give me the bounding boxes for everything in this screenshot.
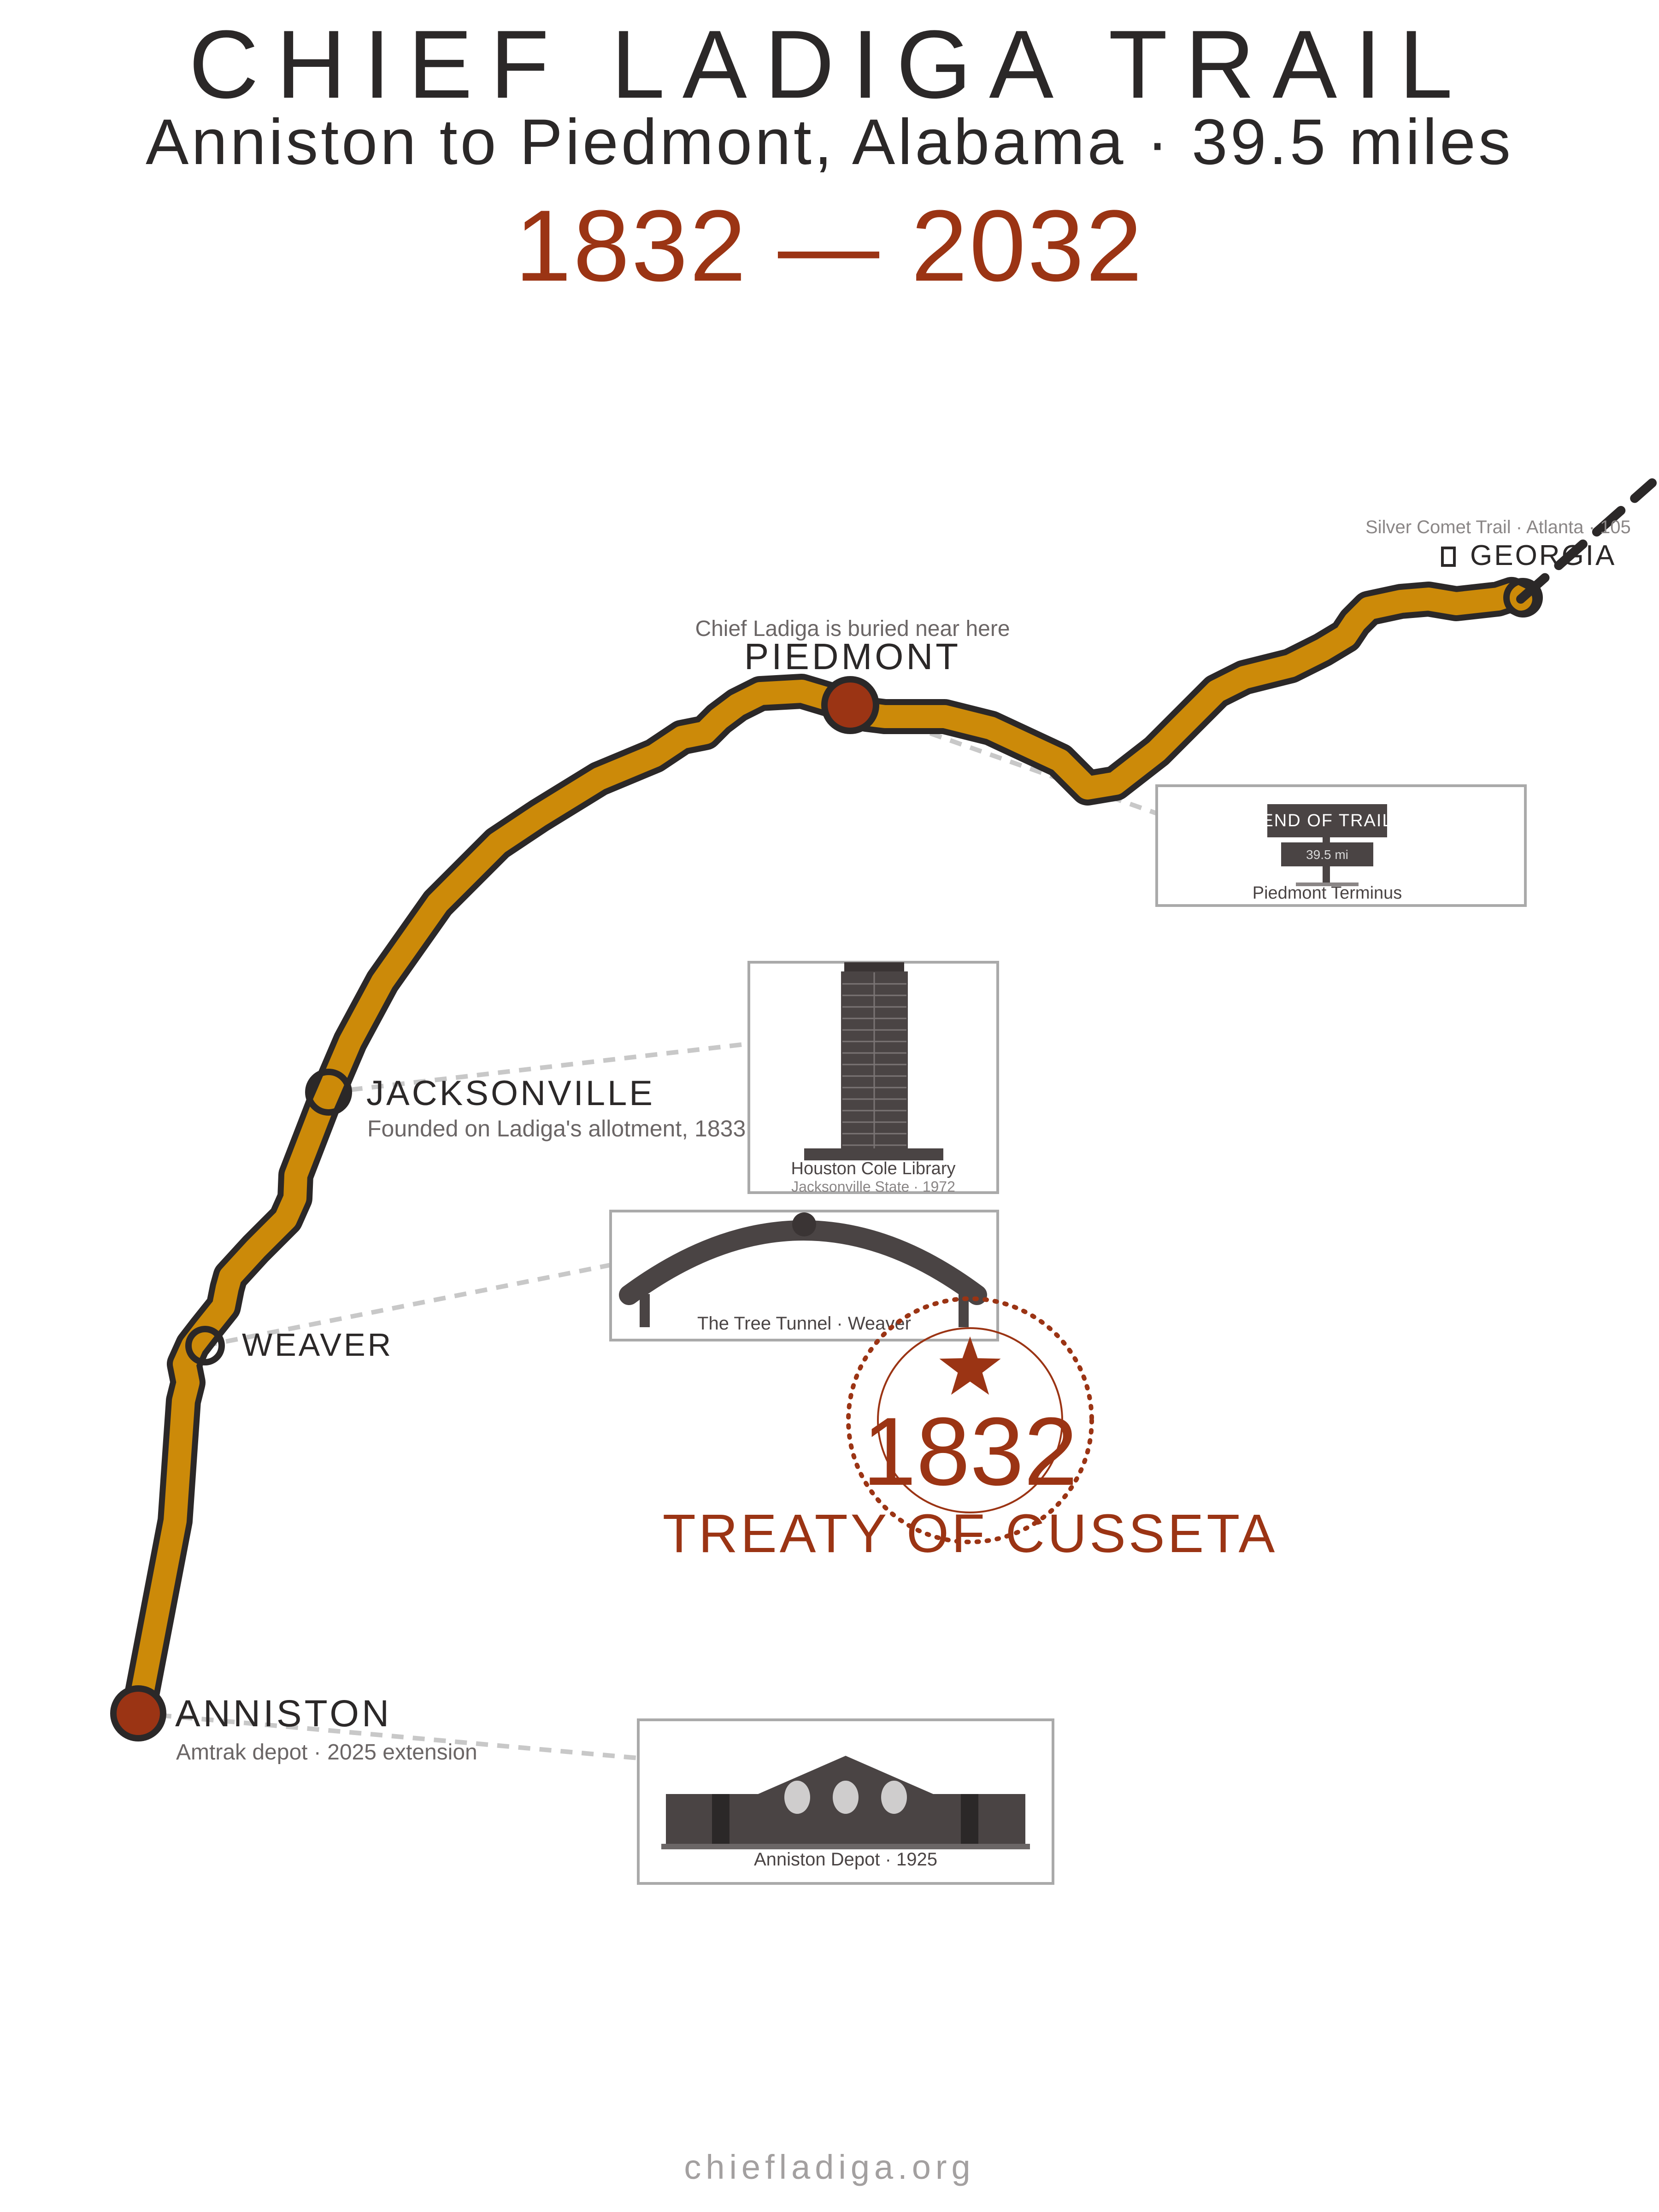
depot-window [881, 1781, 907, 1814]
page-title: CHIEF LADIGA TRAIL [188, 10, 1471, 118]
piedmont-terminus-inset: END OF TRAIL 39.5 mi Piedmont Terminus [1155, 784, 1527, 907]
town-note-piedmont: Chief Ladiga is buried near here [695, 617, 1010, 641]
town-labels: ANNISTON Amtrak depot · 2025 extension W… [175, 517, 1631, 1765]
town-note-jacksonville: Founded on Ladiga's allotment, 1833 [367, 1116, 746, 1141]
mileage-sign [1281, 842, 1373, 866]
trail-route [121, 478, 1657, 1731]
anniston-depot-inset: Anniston Depot · 1925 [637, 1718, 1054, 1885]
star-icon [939, 1336, 1001, 1395]
treaty-seal: 1832 TREATY OF CUSSETA [663, 1296, 1278, 1564]
depot-pillar-right [961, 1794, 978, 1845]
georgia-marker [1503, 578, 1543, 618]
treaty-label: TREATY OF CUSSETA [663, 1503, 1278, 1564]
seal-dotted-ring [846, 1296, 1094, 1544]
depot-window [833, 1781, 859, 1814]
seal-inner-ring [877, 1327, 1063, 1513]
trunk-right [959, 1294, 969, 1327]
mileage-sign-text: 39.5 mi [1306, 847, 1348, 862]
depot-pillar-left [712, 1794, 729, 1845]
town-markers [110, 578, 1543, 1741]
town-note-anniston: Amtrak depot · 2025 extension [176, 1740, 477, 1765]
tree-tunnel-inset: The Tree Tunnel · Weaver [609, 1210, 999, 1341]
inset-caption: Houston Cole Library [791, 1159, 956, 1178]
sign-base [1296, 882, 1359, 886]
inset-subcaption: Jacksonville State · 1972 [791, 1178, 955, 1195]
town-name-weaver: WEAVER [242, 1327, 393, 1363]
piedmont-marker [821, 676, 879, 734]
flag-icon [1441, 547, 1456, 567]
depot-window [784, 1781, 810, 1814]
jacksonville-marker [305, 1069, 352, 1116]
trail-end-sign [1267, 804, 1387, 837]
town-name-georgia: GEORGIA [1470, 540, 1616, 571]
trunk-left [640, 1294, 650, 1327]
town-name-anniston: ANNISTON [175, 1693, 392, 1735]
canopy-knot [792, 1212, 816, 1236]
inset-caption: Piedmont Terminus [1253, 883, 1402, 903]
footer-url: chiefladiga.org [684, 2148, 975, 2186]
page-subtitle: Anniston to Piedmont, Alabama · 39.5 mil… [146, 106, 1513, 178]
weaver-marker [185, 1326, 225, 1365]
town-name-piedmont: PIEDMONT [744, 636, 961, 677]
town-name-jacksonville: JACKSONVILLE [366, 1074, 655, 1113]
inset-caption: Anniston Depot · 1925 [754, 1849, 937, 1870]
anniston-marker [110, 1685, 166, 1741]
year-range: 1832 — 2032 [515, 189, 1144, 302]
library-base [804, 1148, 943, 1160]
leader-line-jacksonville [329, 1041, 749, 1094]
depot-platform [661, 1844, 1030, 1849]
trail-end-sign-text: END OF TRAIL [1261, 811, 1393, 830]
silver-comet-connector [1516, 478, 1657, 604]
inset-caption: The Tree Tunnel · Weaver [697, 1313, 911, 1334]
library-inset: Houston Cole Library Jacksonville State … [747, 961, 999, 1195]
silver-comet-label: Silver Comet Trail · Atlanta · 105 [1365, 517, 1631, 537]
tower-roof [844, 962, 904, 972]
treaty-year: 1832 [862, 1397, 1077, 1506]
leader-line-weaver [205, 1263, 611, 1348]
